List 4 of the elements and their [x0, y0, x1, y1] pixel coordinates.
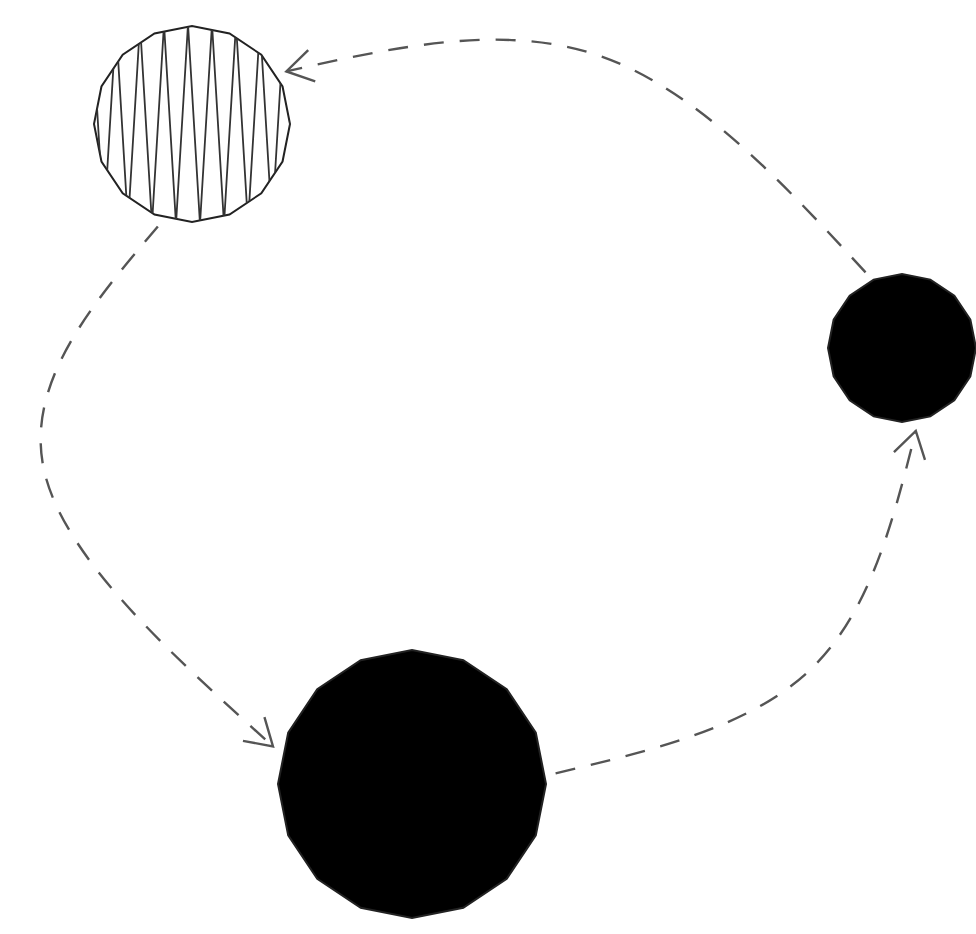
dashed-arrow [555, 429, 927, 775]
dashed-arrow [39, 225, 275, 748]
hatched-circle [93, 25, 291, 223]
dashed-arrow [285, 38, 867, 274]
